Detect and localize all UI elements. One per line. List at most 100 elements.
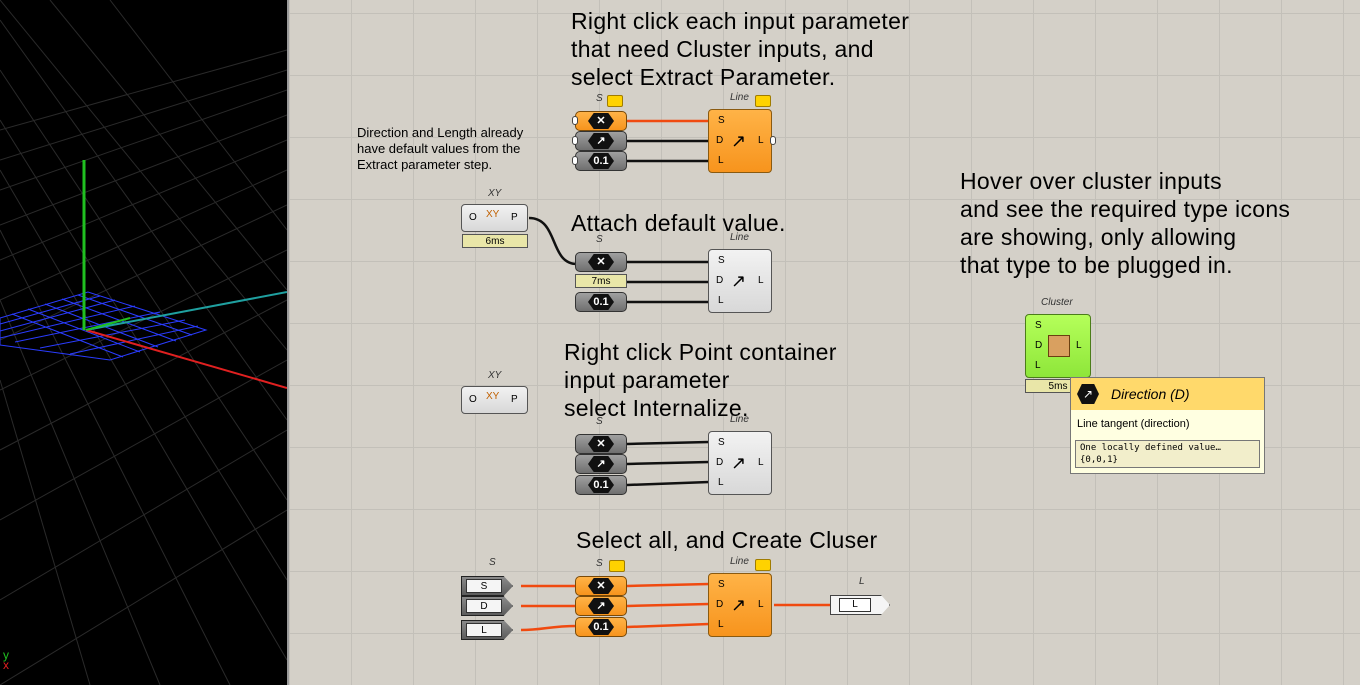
point-param[interactable]: ✕ <box>575 111 627 131</box>
cluster-nickname: Cluster <box>1041 297 1073 308</box>
line-component[interactable]: S D L ↗ L <box>708 109 772 173</box>
output-label: L <box>839 598 871 612</box>
port-o[interactable]: O <box>469 394 477 405</box>
port-l[interactable]: L <box>1035 360 1041 371</box>
vector-icon: ↗ <box>588 456 614 472</box>
point-param[interactable]: ✕ <box>575 576 627 596</box>
line-component[interactable]: S D L ↗ L <box>708 573 772 637</box>
cluster-input-d[interactable]: D <box>461 596 513 616</box>
world-x-axis-line <box>85 329 287 389</box>
line-sdl-icon: ↗ <box>731 595 747 615</box>
vector-param[interactable]: ↗ <box>575 454 627 474</box>
tooltip-value-box: One locally defined value… {0,0,1} <box>1075 440 1260 468</box>
cluster-input-label: L <box>466 623 502 637</box>
port-d[interactable]: D <box>716 599 724 610</box>
port-d[interactable]: D <box>716 135 724 146</box>
line-nickname: Line <box>730 414 749 425</box>
axis-y-label: y <box>3 648 9 662</box>
cluster-input-l[interactable]: L <box>461 620 513 640</box>
input-grip[interactable] <box>572 136 578 145</box>
vector-icon: ↗ <box>588 133 614 149</box>
port-d[interactable]: D <box>1035 340 1043 351</box>
input-grip[interactable] <box>572 156 578 165</box>
port-s[interactable]: S <box>718 255 725 266</box>
point-icon: ✕ <box>588 113 614 129</box>
line-component[interactable]: S D L ↗ L <box>708 431 772 495</box>
tooltip-value-line: One locally defined value… <box>1080 443 1221 453</box>
cluster-input-label: S <box>466 579 502 593</box>
tooltip-value-line: {0,0,1} <box>1080 455 1118 465</box>
direction-tooltip: ↗ Direction (D) Line tangent (direction)… <box>1070 377 1265 474</box>
line-nickname: Line <box>730 556 749 567</box>
xy-plane-component[interactable]: O XY P <box>461 386 528 414</box>
point-param[interactable]: ✕ <box>575 252 627 272</box>
line-sdl-icon: ↗ <box>731 453 747 473</box>
port-d[interactable]: D <box>716 275 724 286</box>
cluster-component[interactable]: S D L L <box>1025 314 1091 378</box>
balloon-icon[interactable] <box>607 95 623 107</box>
number-icon: 0.1 <box>588 294 614 310</box>
note-hover-cluster: Hover over cluster inputs and see the re… <box>960 168 1291 278</box>
port-output-l[interactable]: L <box>1076 340 1082 351</box>
timer-badge: 6ms <box>462 234 528 248</box>
xy-plane-icon: XY <box>486 209 500 220</box>
balloon-icon[interactable] <box>755 559 771 571</box>
grasshopper-canvas[interactable]: Right click each input parameter that ne… <box>289 0 1360 685</box>
port-s[interactable]: S <box>1035 320 1042 331</box>
line-component[interactable]: S D L ↗ L <box>708 249 772 313</box>
line-nickname: Line <box>730 232 749 243</box>
point-icon: ✕ <box>588 578 614 594</box>
tooltip-header: ↗ Direction (D) <box>1071 378 1264 410</box>
port-output-l[interactable]: L <box>758 599 764 610</box>
tooltip-description: Line tangent (direction) <box>1077 418 1190 430</box>
point-param[interactable]: ✕ <box>575 434 627 454</box>
xy-plane-component[interactable]: O XY P <box>461 204 528 232</box>
number-param[interactable]: 0.1 <box>575 151 627 171</box>
port-o[interactable]: O <box>469 212 477 223</box>
line-nickname: Line <box>730 92 749 103</box>
axis-x-label: x <box>3 658 9 672</box>
world-z-axis-line <box>85 291 287 331</box>
point-icon: ✕ <box>588 254 614 270</box>
port-s[interactable]: S <box>718 437 725 448</box>
param-nickname: S <box>596 558 603 569</box>
vector-icon: ↗ <box>1077 384 1099 404</box>
group-input-nickname: S <box>489 557 496 568</box>
port-p[interactable]: P <box>511 212 518 223</box>
balloon-icon[interactable] <box>609 560 625 572</box>
port-s[interactable]: S <box>718 579 725 590</box>
xy-nickname: XY <box>488 370 502 381</box>
xy-nickname: XY <box>488 188 502 199</box>
number-icon: 0.1 <box>588 619 614 635</box>
line-sdl-icon: ↗ <box>731 131 747 151</box>
cluster-input-s[interactable]: S <box>461 576 513 596</box>
port-l[interactable]: L <box>718 295 724 306</box>
port-l[interactable]: L <box>718 619 724 630</box>
note-attach-default: Attach default value. <box>571 210 786 236</box>
construction-plane-grid <box>0 291 208 361</box>
output-grip[interactable] <box>770 136 776 145</box>
world-y-axis-line <box>85 317 131 331</box>
cluster-output-l[interactable]: L <box>830 595 890 615</box>
port-l[interactable]: L <box>718 477 724 488</box>
vector-param[interactable]: ↗ <box>575 131 627 151</box>
port-d[interactable]: D <box>716 457 724 468</box>
cluster-box-icon <box>1048 335 1070 357</box>
port-s[interactable]: S <box>718 115 725 126</box>
input-grip[interactable] <box>572 116 578 125</box>
balloon-icon[interactable] <box>755 95 771 107</box>
viewport-splitter[interactable] <box>287 0 289 685</box>
port-output-l[interactable]: L <box>758 135 764 146</box>
port-l[interactable]: L <box>718 155 724 166</box>
number-param[interactable]: 0.1 <box>575 475 627 495</box>
viewport-grid <box>0 0 287 685</box>
vector-param[interactable]: ↗ <box>575 596 627 616</box>
port-output-l[interactable]: L <box>758 275 764 286</box>
note-default-values: Direction and Length already have defaul… <box>357 125 524 172</box>
port-output-l[interactable]: L <box>758 457 764 468</box>
output-nickname: L <box>859 576 865 587</box>
number-param[interactable]: 0.1 <box>575 292 627 312</box>
port-p[interactable]: P <box>511 394 518 405</box>
number-param[interactable]: 0.1 <box>575 617 627 637</box>
rhino-viewport[interactable]: y x <box>0 0 287 685</box>
